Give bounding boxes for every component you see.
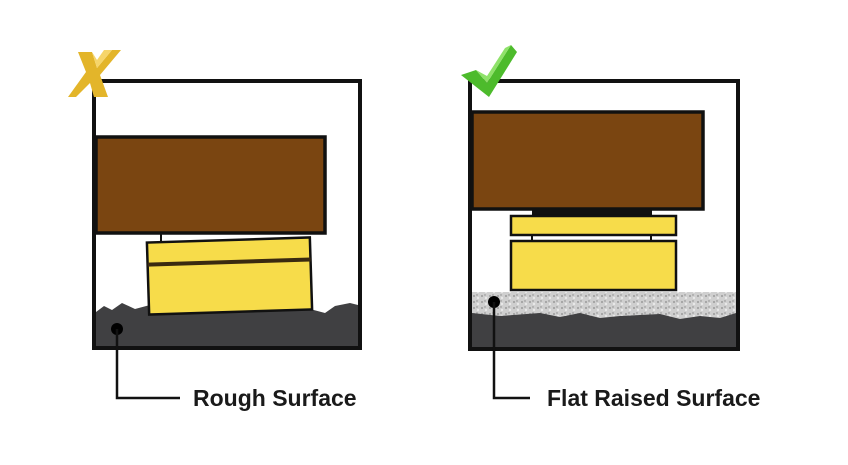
panel-rough-surface: Rough Surface	[68, 50, 362, 411]
panel-flat-raised-surface: Flat Raised Surface	[461, 45, 760, 411]
tilted-blocks	[145, 236, 314, 316]
shim-block	[509, 214, 678, 237]
wood-beam	[94, 135, 327, 235]
beam-contact-strip	[532, 209, 652, 216]
check-mark-icon	[461, 45, 517, 97]
callout-line	[492, 302, 530, 400]
callout-line	[115, 329, 180, 400]
flat-raised-surface	[472, 292, 736, 319]
rough-surface-label: Rough Surface	[193, 385, 357, 411]
ground	[472, 312, 736, 347]
base-block	[509, 239, 678, 292]
wood-beam	[470, 110, 705, 211]
flat-raised-surface-label: Flat Raised Surface	[547, 385, 760, 411]
yellow-block	[145, 236, 314, 316]
block-seam	[147, 257, 311, 267]
x-mark-icon	[68, 50, 121, 97]
